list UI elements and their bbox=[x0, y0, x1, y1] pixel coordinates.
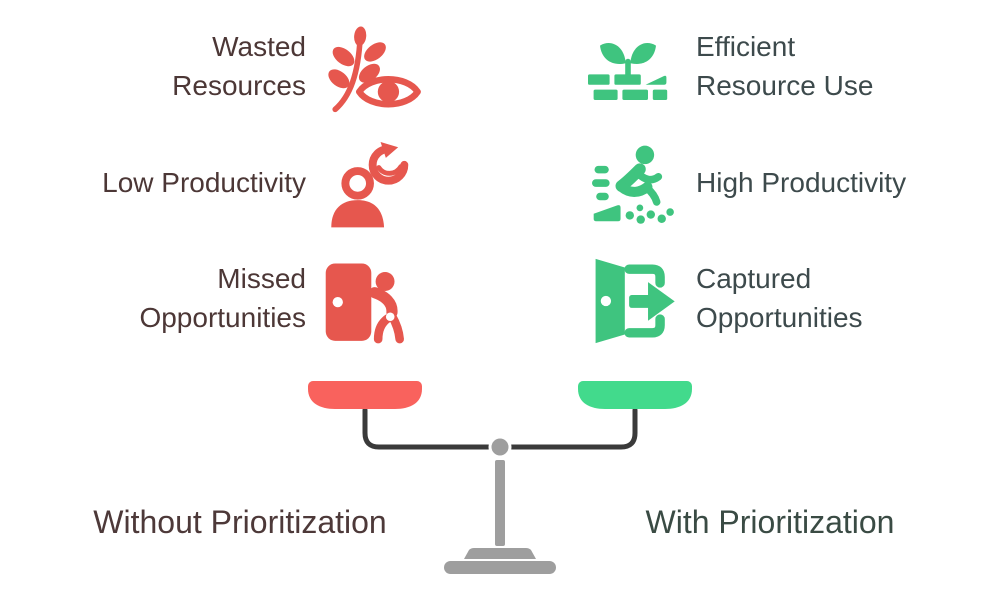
door-knob bbox=[332, 296, 343, 308]
title-with-prioritization: With Prioritization bbox=[645, 504, 895, 540]
runner-icon bbox=[592, 145, 674, 224]
label-missed-opportunities: Missed Opportunities bbox=[139, 263, 306, 333]
label-low-productivity: Low Productivity bbox=[102, 167, 306, 198]
scale-pole bbox=[495, 460, 505, 546]
scale-pivot bbox=[488, 435, 512, 459]
scale-base-top bbox=[464, 548, 536, 559]
wheat-eye-icon bbox=[328, 26, 421, 113]
person-clock-icon bbox=[331, 142, 409, 228]
label-high-productivity: High Productivity bbox=[696, 167, 907, 198]
sprout-bricks-icon bbox=[588, 43, 668, 100]
door-arrow-icon bbox=[595, 258, 675, 344]
door-knob bbox=[600, 295, 612, 307]
label-wasted-resources: Wasted Resources bbox=[172, 31, 306, 101]
title-without-prioritization: Without Prioritization bbox=[93, 504, 387, 540]
arrow-head bbox=[648, 282, 675, 321]
scale-base-bottom bbox=[444, 561, 556, 574]
right-pan bbox=[578, 381, 692, 409]
left-pan bbox=[308, 381, 422, 409]
label-captured-opportunities: Captured Opportunities bbox=[696, 263, 863, 333]
door-person-icon bbox=[325, 263, 404, 344]
label-efficient-resource-use: Efficient Resource Use bbox=[696, 31, 874, 101]
balance-scale bbox=[308, 381, 692, 574]
